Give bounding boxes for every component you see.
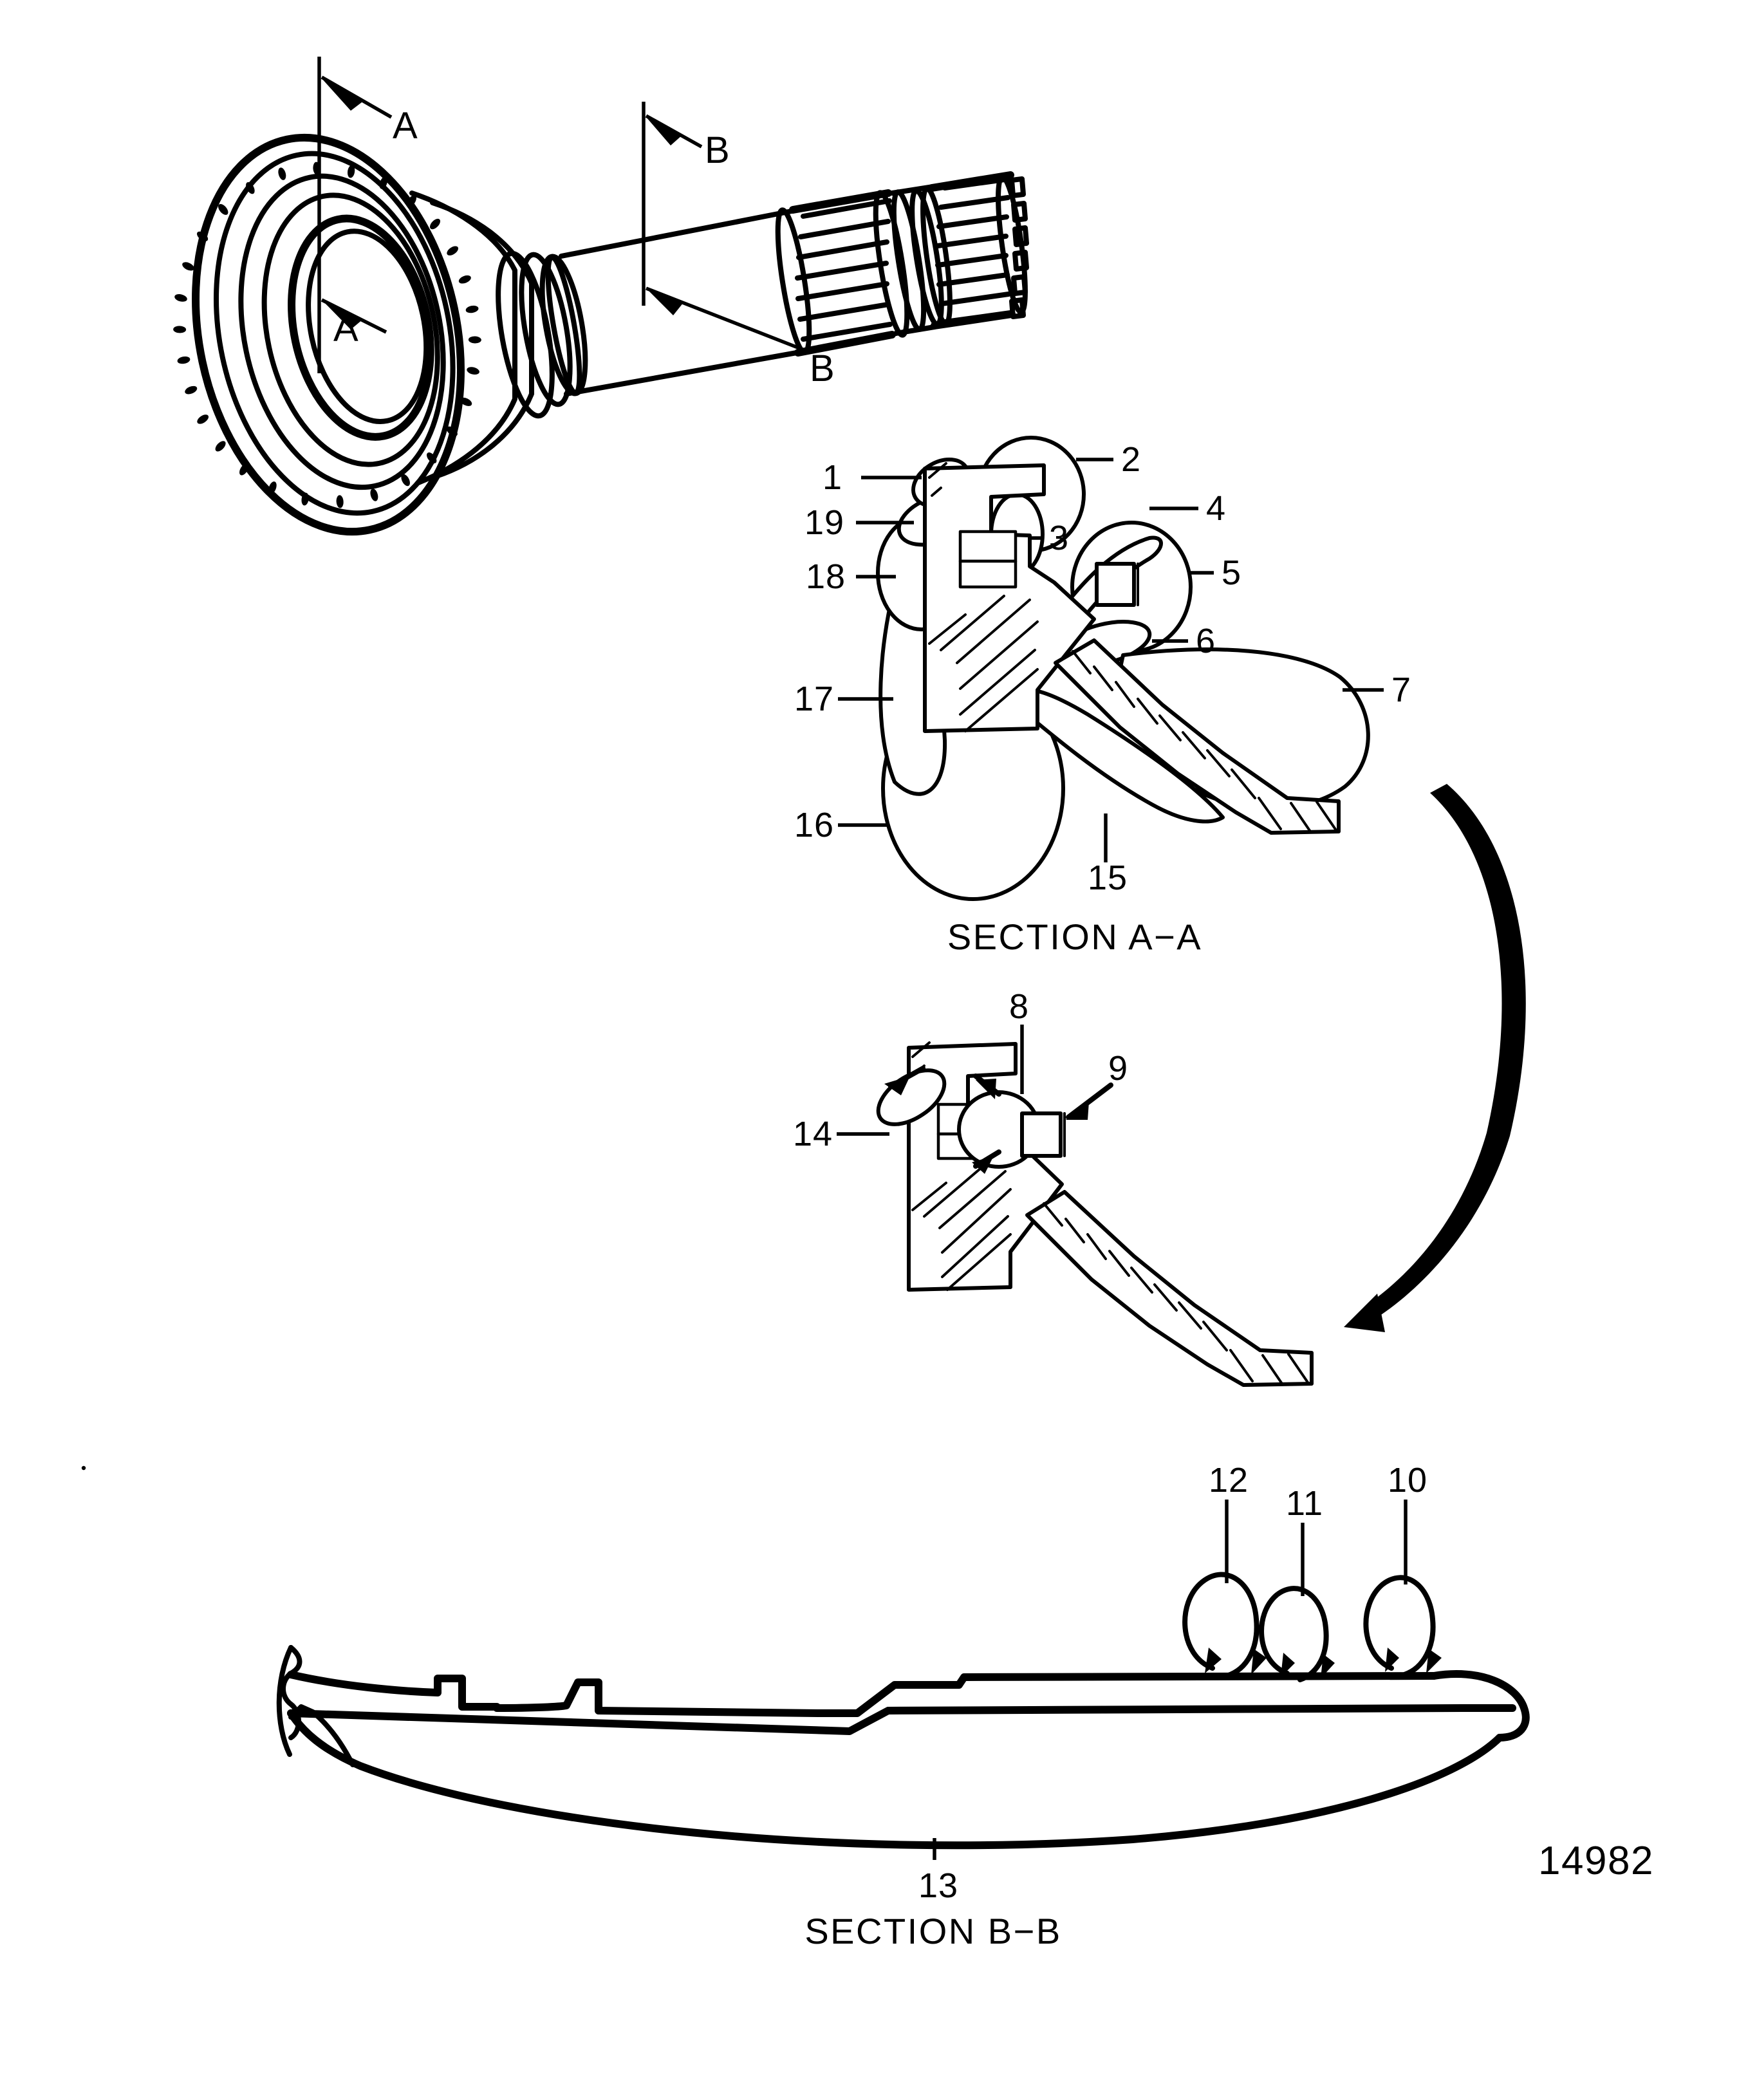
callout-17: 17: [794, 680, 834, 718]
bb-callout-loops: [1182, 1572, 1442, 1682]
callout-16: 16: [794, 806, 834, 844]
callout-15: 15: [1088, 859, 1128, 897]
section-marker-a-top: A: [393, 105, 418, 147]
flange-bolt-hole-ring: [173, 162, 481, 508]
callout-7: 7: [1391, 671, 1411, 709]
callout-13: 13: [918, 1866, 958, 1905]
callout-2: 2: [1121, 440, 1141, 479]
section-aa-subdetail-drawing: 8 9 14: [793, 987, 1314, 1387]
hub-groove-lower: [958, 559, 1018, 589]
key-block-aa: [1095, 562, 1136, 607]
part-15-lobe: [1002, 687, 1225, 824]
spline-teeth: [795, 198, 893, 342]
flange-lip-section: [1054, 638, 1341, 835]
callout-5: 5: [1222, 553, 1241, 592]
callout-14: 14: [793, 1115, 833, 1153]
callout-19: 19: [804, 503, 844, 542]
drawing-number: 14982: [1538, 1839, 1654, 1883]
callout-1: 1: [823, 458, 842, 497]
callout-10: 10: [1388, 1461, 1427, 1500]
callout-11: 11: [1286, 1484, 1323, 1523]
callout-12: 12: [1209, 1461, 1249, 1500]
transfer-arrow: [1344, 784, 1526, 1332]
scan-artifact-dot: [81, 1465, 86, 1471]
callout-18: 18: [806, 557, 846, 596]
section-marker-b-bottom: B: [810, 348, 835, 389]
section-marker-a-bottom: A: [333, 308, 358, 349]
callout-8: 8: [1009, 987, 1029, 1026]
bb-callout-leaders: [933, 1500, 1408, 1860]
section-aa-leaders: [838, 458, 1384, 862]
callout-6: 6: [1196, 622, 1216, 660]
subdetail-lip-hatch: [1043, 1202, 1309, 1385]
section-aa-drawing: 1 2 3 4 5 6 7 15 16 17 18 19 SECTION A−A: [794, 436, 1411, 957]
subdetail-lip-section: [1025, 1190, 1314, 1387]
part-9-key-block: [1020, 1111, 1063, 1158]
end-spline-teeth: [935, 176, 1013, 324]
subdetail-leaders: [837, 1025, 1024, 1136]
section-aa-title: SECTION A−A: [947, 916, 1202, 957]
section-line-a: [317, 57, 393, 373]
callout-4: 4: [1206, 489, 1226, 528]
isometric-flange-shaft-view: A A B B: [173, 57, 1029, 536]
section-marker-b-top: B: [705, 129, 730, 171]
end-tooth-tips: [1009, 176, 1029, 319]
section-bb-drawing: 12 11 10 13 SECTION B−B: [276, 1461, 1530, 1951]
section-line-b: [642, 102, 812, 355]
callout-3: 3: [1049, 519, 1069, 557]
hub-groove-upper: [958, 530, 1018, 563]
subdetail-hub-hatch: [911, 1041, 1012, 1291]
callout-9: 9: [1108, 1049, 1128, 1088]
flange-lip-hatch: [1072, 650, 1337, 833]
hub-hatch: [928, 462, 1039, 732]
section-bb-title: SECTION B−B: [804, 1911, 1061, 1951]
